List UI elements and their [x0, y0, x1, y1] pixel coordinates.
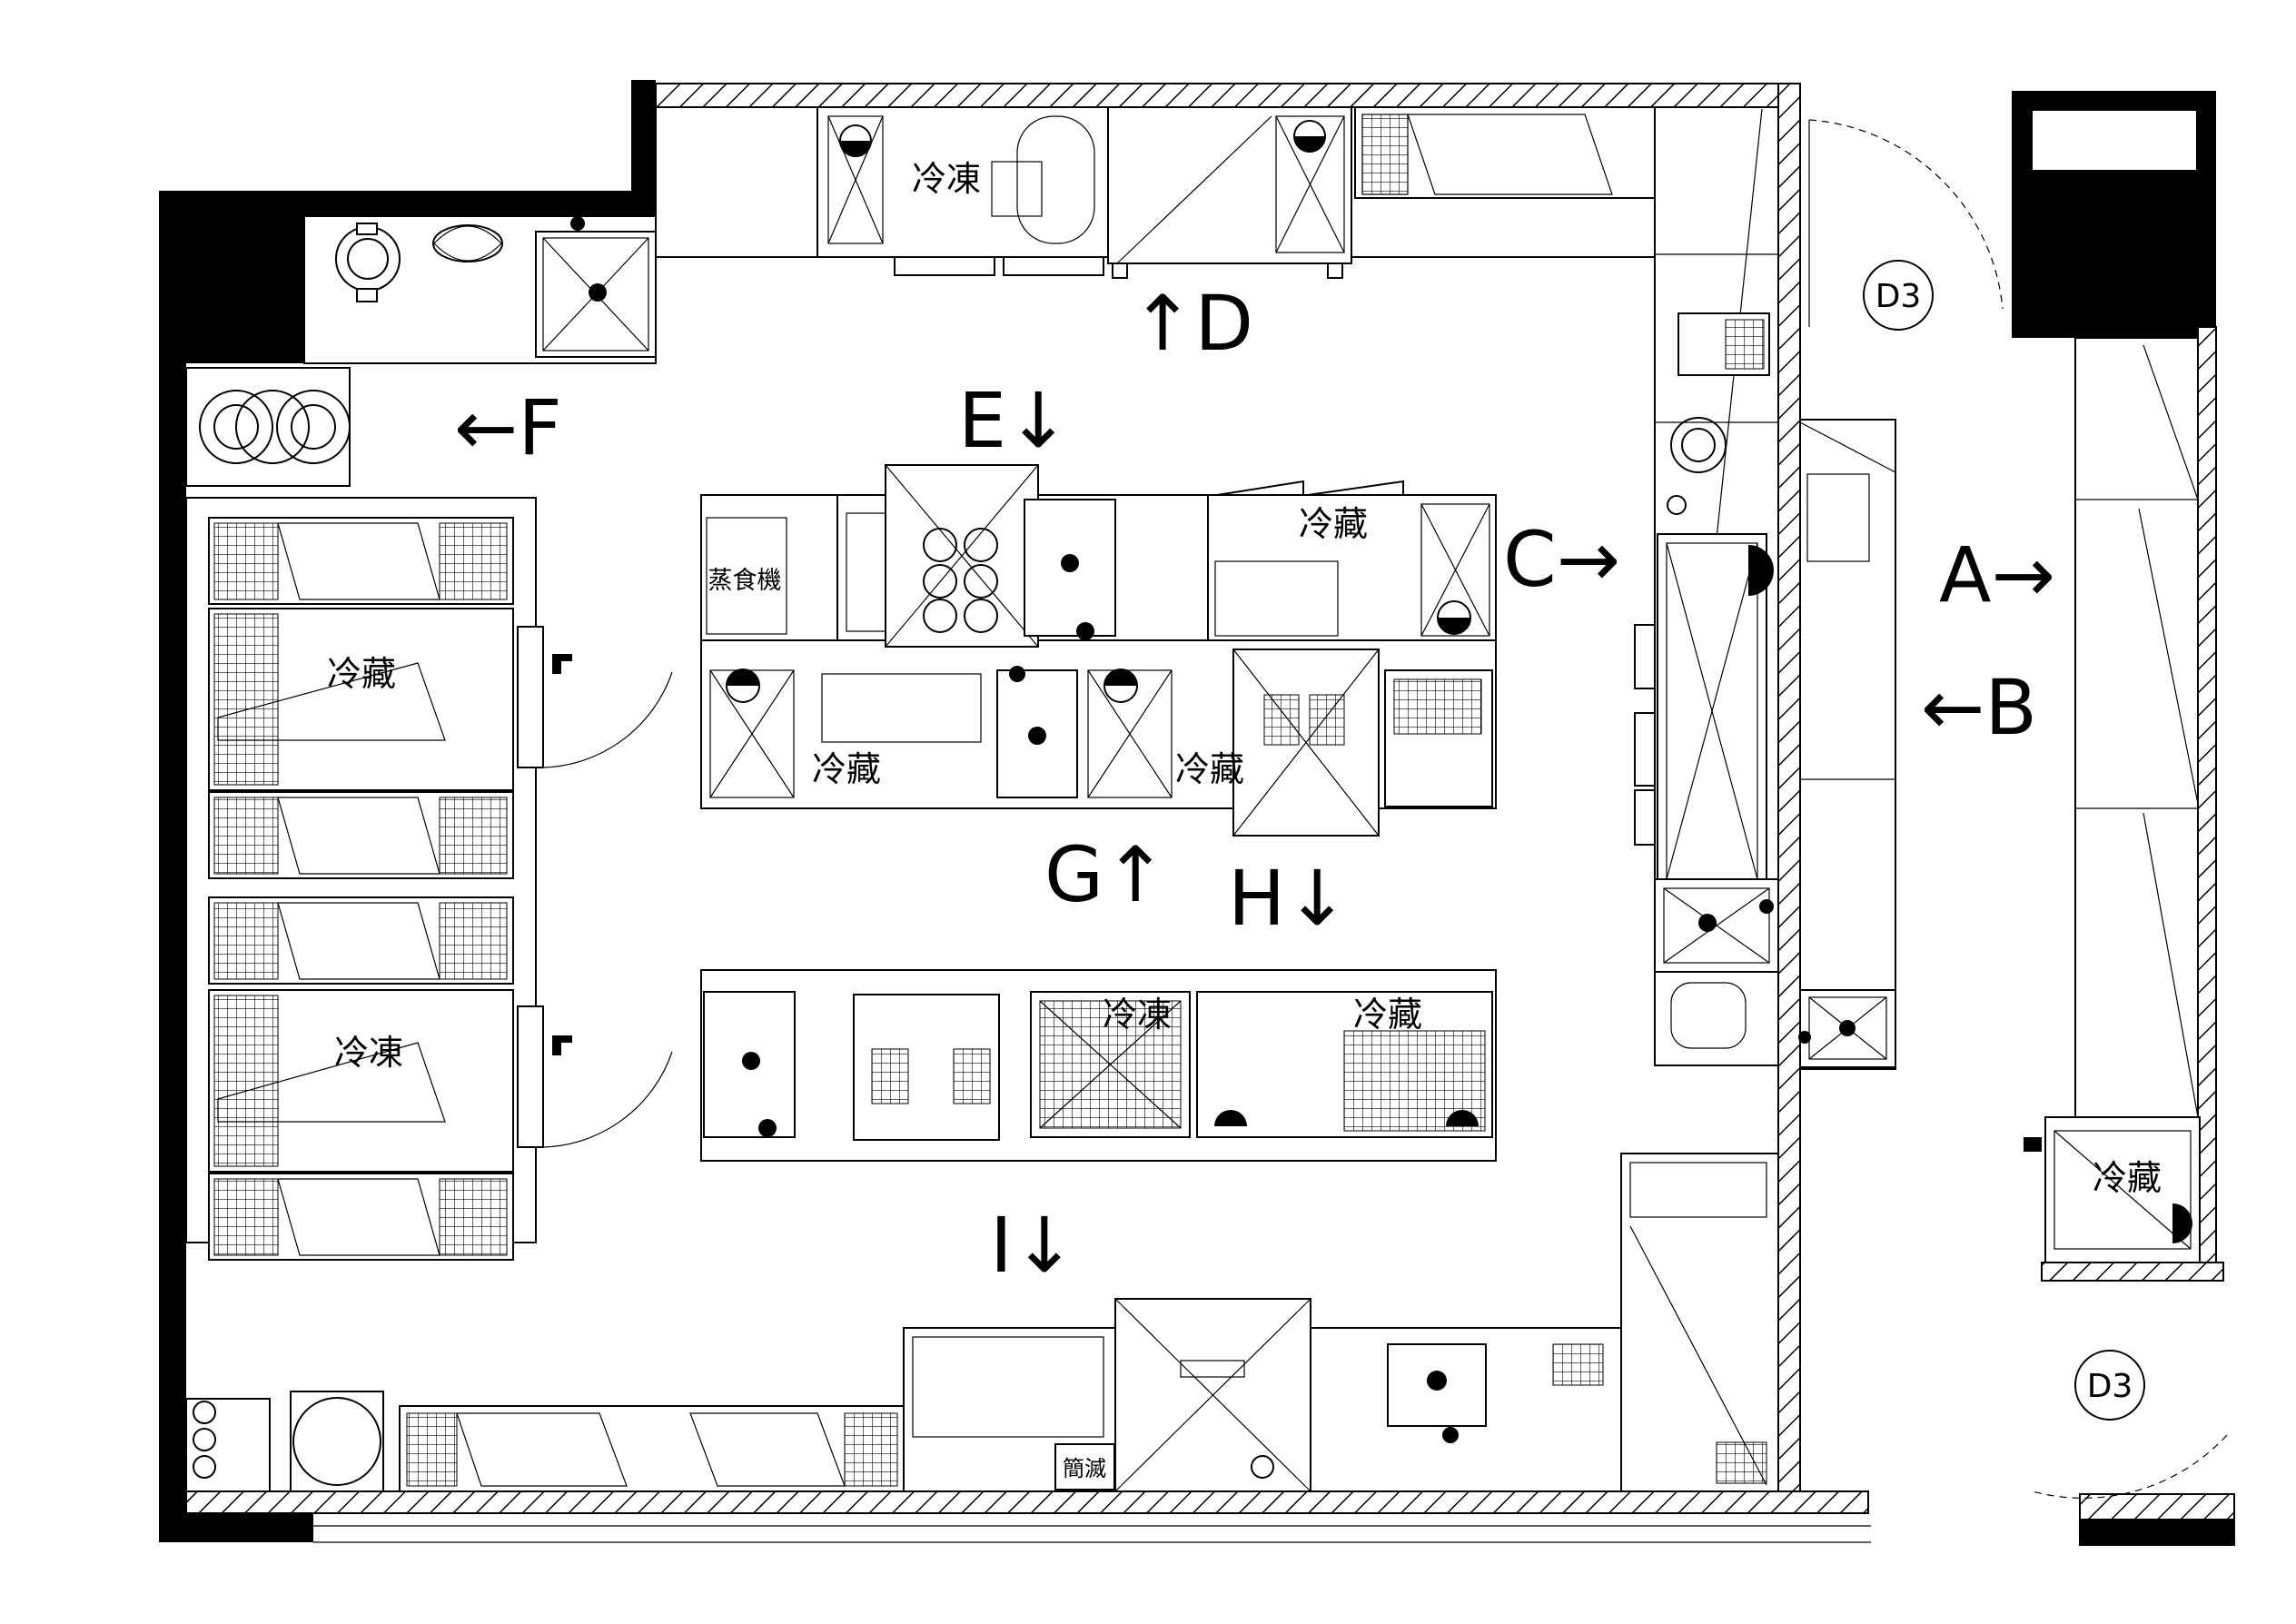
walkin-coolers	[185, 367, 673, 1261]
right-counter	[1634, 106, 1779, 1066]
walls	[159, 80, 2235, 1546]
wall-right	[1777, 83, 1801, 1501]
island-lower	[700, 969, 1497, 1162]
b-counter	[1798, 419, 1896, 1070]
label-steamer: 蒸食機	[708, 567, 782, 595]
view-label-a: A→	[1939, 530, 2055, 619]
view-label-e: E↓	[958, 376, 1070, 465]
view-label-f: ←F	[454, 383, 562, 472]
door-tag-circle-top	[1863, 260, 1934, 331]
door-tags: D3 D3	[1863, 260, 2145, 1421]
label-refrigerator-island-top: 冷藏	[1299, 504, 1368, 544]
label-refrigerator-bottom-counter: 冷藏	[1353, 995, 1422, 1035]
label-refrigerator-island-right: 冷藏	[1175, 749, 1244, 789]
top-counter	[303, 106, 1656, 364]
view-label-g: G↑	[1044, 830, 1167, 919]
label-refrigerator-island-left: 冷藏	[812, 749, 881, 789]
door-tag-top: D3	[1875, 278, 1922, 315]
a-counter	[2024, 337, 2201, 1263]
label-walkin-freezer: 冷凍	[334, 1033, 403, 1073]
view-label-b: ←B	[1921, 663, 2037, 752]
equipment-labels: 冷凍 蒸食機 冷藏 冷藏 冷藏 冷藏 冷凍 冷凍 冷藏 冷藏 簡滅	[327, 159, 2162, 1481]
corridor-wall-bottom-left	[2041, 1262, 2224, 1282]
view-label-h: H↓	[1228, 854, 1350, 943]
door-tag-bottom: D3	[2087, 1368, 2133, 1405]
label-refrigerator-corridor: 冷藏	[2093, 1158, 2162, 1198]
door-tag-circle-bottom	[2074, 1350, 2145, 1421]
label-freezer-bottom-counter: 冷凍	[1103, 995, 1172, 1035]
island-upper	[700, 464, 1497, 837]
bottom-counter	[185, 1153, 1779, 1492]
outer-wall-left	[159, 80, 656, 1542]
label-freezer-top: 冷凍	[912, 159, 981, 199]
view-label-d: ↑D	[1131, 279, 1253, 368]
label-walkin-refrigerator: 冷藏	[327, 654, 396, 694]
view-markers: A→ ←B C→ ↑D E↓ ←F G↑ H↓ I↓	[454, 279, 2055, 1290]
view-label-c: C→	[1503, 515, 1620, 604]
label-dishwasher: 簡滅	[1063, 1456, 1106, 1481]
wall-bottom	[185, 1490, 1869, 1514]
wall-top	[655, 83, 1799, 108]
view-label-i: I↓	[990, 1201, 1076, 1290]
